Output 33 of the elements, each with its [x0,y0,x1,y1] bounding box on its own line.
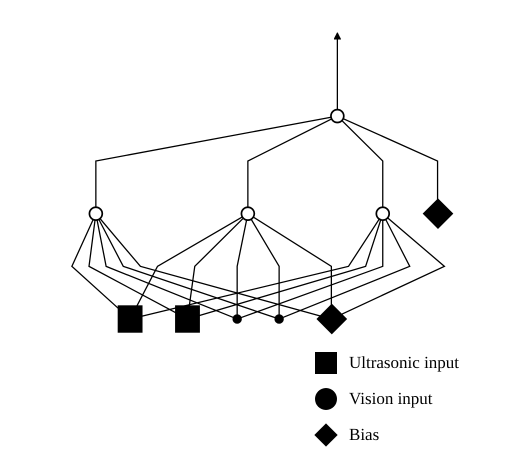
circle-node [330,108,345,124]
connector-line [282,219,411,318]
connector-line [95,116,332,208]
connector-line [98,219,276,318]
connector-line [341,120,384,208]
connector-line [240,220,384,318]
legend-text: Bias [349,425,380,445]
connector-line [340,217,446,316]
legend-text: Vision input [349,389,433,409]
connector-line [188,218,244,306]
connector-line [100,218,320,317]
diamond-node [316,304,348,334]
connector-line [136,216,243,306]
connector-line [342,118,438,200]
connector-line [252,216,332,305]
connector-line [250,218,280,316]
diamond-node [422,198,454,230]
circle-node [88,206,104,221]
circle-node [240,206,256,221]
connector-line [142,218,380,317]
legend-text: Ultrasonic input [349,353,460,373]
circle-node [232,314,242,324]
box-node [175,305,200,333]
connector-line [96,220,234,318]
connector-line [71,219,119,310]
connector-line [198,220,382,316]
connector-line [236,220,248,316]
connector-line [247,118,332,208]
circle-node [375,206,390,221]
circle-node [274,314,284,324]
arrow [334,32,342,110]
box-node [118,305,143,333]
connector-line [88,220,176,314]
